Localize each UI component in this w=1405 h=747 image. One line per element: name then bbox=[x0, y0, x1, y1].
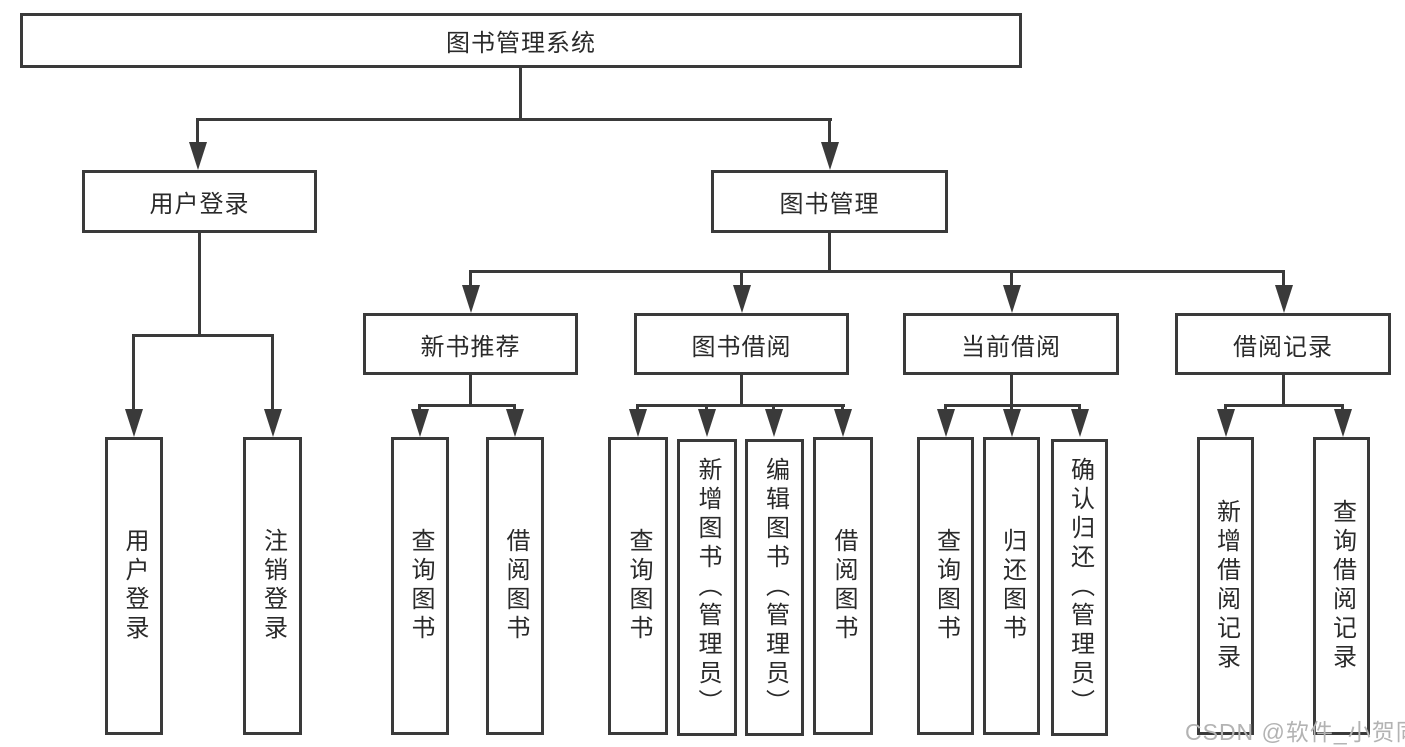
arrow-down-icon bbox=[189, 142, 207, 170]
connector-line bbox=[196, 118, 199, 144]
node-book-management-label: 图书管理 bbox=[779, 191, 880, 218]
node-query-books-recommend: 查询图书 bbox=[391, 437, 449, 735]
node-query-books-recommend-label: 查询图书 bbox=[407, 528, 434, 644]
connector-line bbox=[740, 375, 743, 407]
node-book-borrow: 图书借阅 bbox=[634, 313, 849, 375]
arrow-down-icon bbox=[1334, 409, 1352, 437]
node-borrow-records-label: 借阅记录 bbox=[1233, 333, 1333, 361]
node-return-book-label: 归还图书 bbox=[998, 528, 1026, 644]
connector-line bbox=[1010, 375, 1013, 407]
arrow-down-icon bbox=[765, 409, 783, 437]
connector-line bbox=[1341, 404, 1344, 412]
connector-line bbox=[513, 404, 516, 412]
connector-line bbox=[469, 375, 472, 407]
connector-line bbox=[841, 404, 844, 412]
connector-line bbox=[636, 404, 639, 412]
connector-line bbox=[828, 233, 831, 273]
connector-line bbox=[469, 270, 472, 290]
node-query-books-current: 查询图书 bbox=[917, 437, 974, 735]
arrow-down-icon bbox=[1217, 409, 1235, 437]
node-return-book: 归还图书 bbox=[983, 437, 1040, 735]
node-library-system-label: 图书管理系统 bbox=[446, 30, 596, 57]
node-query-borrow-record: 查询借阅记录 bbox=[1313, 437, 1370, 735]
node-confirm-return-admin: 确认归还（管理员） bbox=[1051, 439, 1108, 736]
node-edit-book-admin: 编辑图书（管理员） bbox=[745, 439, 804, 736]
connector-line bbox=[1078, 404, 1081, 412]
connector-line bbox=[1224, 404, 1227, 412]
connector-line bbox=[469, 270, 1285, 273]
node-add-borrow-record: 新增借阅记录 bbox=[1197, 437, 1254, 735]
connector-line bbox=[740, 270, 743, 290]
node-query-borrow-record-label: 查询借阅记录 bbox=[1328, 499, 1356, 673]
connector-line bbox=[132, 334, 135, 412]
arrow-down-icon bbox=[1071, 409, 1089, 437]
node-new-book-recommend: 新书推荐 bbox=[363, 313, 578, 375]
connector-line bbox=[519, 68, 522, 121]
connector-line bbox=[772, 404, 775, 412]
node-borrow-books-leaf: 借阅图书 bbox=[813, 437, 873, 735]
watermark-text: CSDN @软件_小贺同学 bbox=[1185, 719, 1405, 745]
connector-line bbox=[418, 404, 421, 412]
node-borrow-books-recommend: 借阅图书 bbox=[486, 437, 544, 735]
node-book-management: 图书管理 bbox=[711, 170, 948, 233]
node-query-books-borrow: 查询图书 bbox=[608, 437, 668, 735]
node-user-login: 用户登录 bbox=[82, 170, 317, 233]
arrow-down-icon bbox=[411, 409, 429, 437]
arrow-down-icon bbox=[698, 409, 716, 437]
node-add-book-admin: 新增图书（管理员） bbox=[677, 439, 737, 736]
arrow-down-icon bbox=[1275, 285, 1293, 313]
node-logout: 注销登录 bbox=[243, 437, 302, 735]
node-user-login-label: 用户登录 bbox=[149, 191, 250, 218]
node-book-borrow-label: 图书借阅 bbox=[691, 333, 792, 361]
connector-line bbox=[828, 118, 831, 144]
arrow-down-icon bbox=[125, 409, 143, 437]
node-new-book-recommend-label: 新书推荐 bbox=[420, 333, 521, 361]
connector-line bbox=[705, 404, 708, 412]
node-logout-label: 注销登录 bbox=[259, 528, 287, 644]
connector-line bbox=[1282, 375, 1285, 407]
arrow-down-icon bbox=[937, 409, 955, 437]
arrow-down-icon bbox=[629, 409, 647, 437]
connector-line bbox=[1224, 404, 1344, 407]
node-current-borrow: 当前借阅 bbox=[903, 313, 1119, 375]
node-edit-book-admin-label: 编辑图书（管理员） bbox=[761, 457, 789, 718]
node-borrow-books-leaf-label: 借阅图书 bbox=[830, 528, 857, 644]
connector-line bbox=[197, 118, 832, 121]
node-query-books-current-label: 查询图书 bbox=[932, 528, 960, 644]
connector-line bbox=[271, 334, 274, 412]
node-user-login-leaf: 用户登录 bbox=[105, 437, 163, 735]
arrow-down-icon bbox=[1003, 285, 1021, 313]
connector-line bbox=[944, 404, 947, 412]
node-borrow-records: 借阅记录 bbox=[1175, 313, 1391, 375]
arrow-down-icon bbox=[462, 285, 480, 313]
node-borrow-books-recommend-label: 借阅图书 bbox=[502, 528, 529, 644]
node-current-borrow-label: 当前借阅 bbox=[961, 333, 1061, 361]
connector-line bbox=[1010, 270, 1013, 290]
node-add-book-admin-label: 新增图书（管理员） bbox=[694, 457, 721, 718]
arrow-down-icon bbox=[506, 409, 524, 437]
arrow-down-icon bbox=[264, 409, 282, 437]
arrow-down-icon bbox=[834, 409, 852, 437]
node-user-login-leaf-label: 用户登录 bbox=[121, 528, 148, 644]
connector-line bbox=[132, 334, 274, 337]
node-add-borrow-record-label: 新增借阅记录 bbox=[1212, 499, 1240, 673]
connector-line bbox=[1282, 270, 1285, 290]
connector-line bbox=[1010, 404, 1013, 412]
node-confirm-return-admin-label: 确认归还（管理员） bbox=[1066, 457, 1094, 718]
arrow-down-icon bbox=[1003, 409, 1021, 437]
arrow-down-icon bbox=[821, 142, 839, 170]
node-library-system: 图书管理系统 bbox=[20, 13, 1022, 68]
arrow-down-icon bbox=[733, 285, 751, 313]
connector-line bbox=[418, 404, 516, 407]
connector-line bbox=[636, 404, 845, 407]
connector-line bbox=[198, 233, 201, 337]
node-query-books-borrow-label: 查询图书 bbox=[625, 528, 652, 644]
